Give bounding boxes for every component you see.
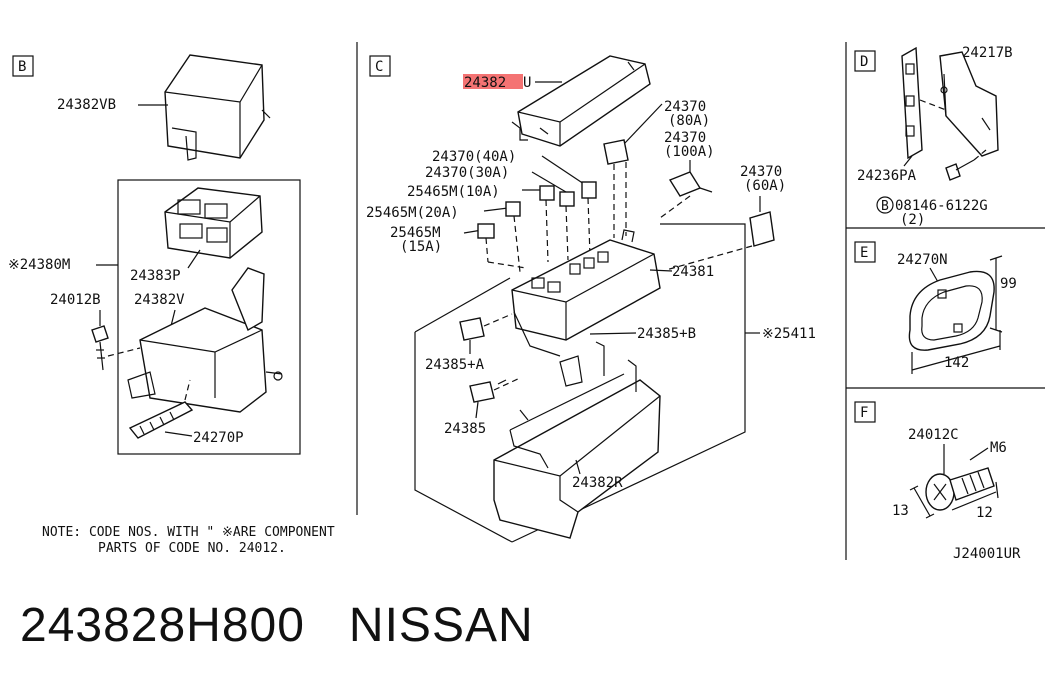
part-caption: 243828H800 NISSAN [20, 598, 534, 653]
label-25411: ※25411 [762, 326, 816, 342]
label-24370-80A-line2: (80A) [668, 113, 710, 129]
label-24370-60A-line1: 24370 [740, 164, 782, 180]
brand-name: NISSAN [348, 599, 534, 652]
section-e-letter: E [860, 245, 868, 261]
bolt-circle-letter: B [881, 199, 889, 214]
relay-block-part [164, 187, 263, 259]
label-24236PA: 24236PA [857, 168, 917, 184]
label-24380M: ※24380M [8, 257, 70, 273]
bracket-24217B-part [939, 51, 999, 157]
section-e-marker [854, 241, 876, 263]
bolt-24012C-part [925, 467, 995, 511]
c-frame [414, 277, 511, 333]
label-25465M-20A: 25465M(20A) [366, 205, 459, 221]
section-b-letter: B [18, 59, 26, 75]
label-24385A: 24385+A [425, 357, 485, 373]
label-25465M-15A-line2: (15A) [400, 239, 442, 255]
note-line-2: PARTS OF CODE NO. 24012. [98, 541, 286, 556]
label-25465M-15A-line1: 25465M [390, 225, 441, 241]
lower-tray-24382R-part [493, 341, 661, 539]
label-24012B: 24012B [50, 292, 101, 308]
label-08146-6122G: 08146-6122G [895, 198, 988, 214]
section-d-marker [854, 50, 876, 72]
label-qty-2: (2) [900, 212, 925, 228]
bolt-24012B-part [91, 310, 109, 371]
section-f: F 24012C M6 13 12 J24001UR [854, 401, 1021, 562]
note-line-1: NOTE: CODE NOS. WITH " ※ARE COMPONENT [42, 525, 335, 540]
section-c-letter: C [375, 59, 383, 75]
fuse-large-parts [603, 139, 713, 197]
label-24370-40A: 24370(40A) [432, 149, 516, 165]
section-c-marker [369, 55, 391, 77]
label-24370-30A: 24370(30A) [425, 165, 509, 181]
label-24382V: 24382V [134, 292, 185, 308]
label-24382R: 24382R [572, 475, 623, 491]
dim-142: 142 [944, 355, 969, 371]
clip-24270P-part [128, 379, 194, 439]
fuse-block-24381-part [511, 229, 661, 357]
highlight-marker [463, 74, 523, 89]
section-f-marker [854, 401, 876, 423]
dim-99: 99 [1000, 276, 1017, 292]
fuse-box-cover-part [511, 55, 651, 147]
relay-cover-part [164, 54, 271, 161]
bolt-circle-marker [876, 196, 894, 214]
connector-24385A-part [459, 313, 513, 341]
label-24385B: 24385+B [637, 326, 696, 342]
label-24270P: 24270P [193, 430, 244, 446]
diagram-code: J24001UR [953, 546, 1021, 562]
label-24370-60A-line2: (60A) [744, 178, 786, 194]
section-b-marker [12, 55, 34, 77]
label-24370-100A-line2: (100A) [664, 144, 715, 160]
section-f-letter: F [860, 405, 868, 421]
label-24370-80A-line1: 24370 [664, 99, 706, 115]
grommet-24270N-part [908, 270, 995, 351]
section-e: E 24270N 99 142 [854, 241, 1017, 374]
dim-13: 13 [892, 503, 909, 519]
label-24370-100A-line1: 24370 [664, 130, 706, 146]
connector-24385-part [469, 377, 521, 403]
label-24217B: 24217B [962, 45, 1013, 61]
label-24383P: 24383P [130, 268, 181, 284]
part-number: 243828H800 [20, 599, 305, 652]
label-24382VB: 24382VB [57, 97, 116, 113]
label-24270N: 24270N [897, 252, 948, 268]
fuse-60A-part [749, 196, 775, 247]
fuse-small-parts [477, 181, 597, 239]
label-24381: 24381 [672, 264, 714, 280]
label-25465M-10A: 25465M(10A) [407, 184, 500, 200]
dim-12: 12 [976, 505, 993, 521]
label-24012C: 24012C [908, 427, 959, 443]
housing-24382V-part [127, 267, 283, 413]
section-d-letter: D [860, 54, 868, 70]
section-b: B 24382VB ※24380M 24383P 24012B [8, 54, 335, 556]
label-M6: M6 [990, 440, 1007, 456]
section-d: D 24217B 24236PA B 08146-6122G (2) [854, 45, 1013, 228]
label-24382U-suffix: U [523, 75, 531, 91]
label-24385: 24385 [444, 421, 486, 437]
clip-24236PA-part [901, 46, 947, 160]
bolt-D-part [945, 149, 987, 181]
label-24382U-number: 24382 [464, 75, 506, 91]
section-c: C 24382 U 24370(40A) 24370(30A) 25465M(1… [366, 55, 816, 543]
